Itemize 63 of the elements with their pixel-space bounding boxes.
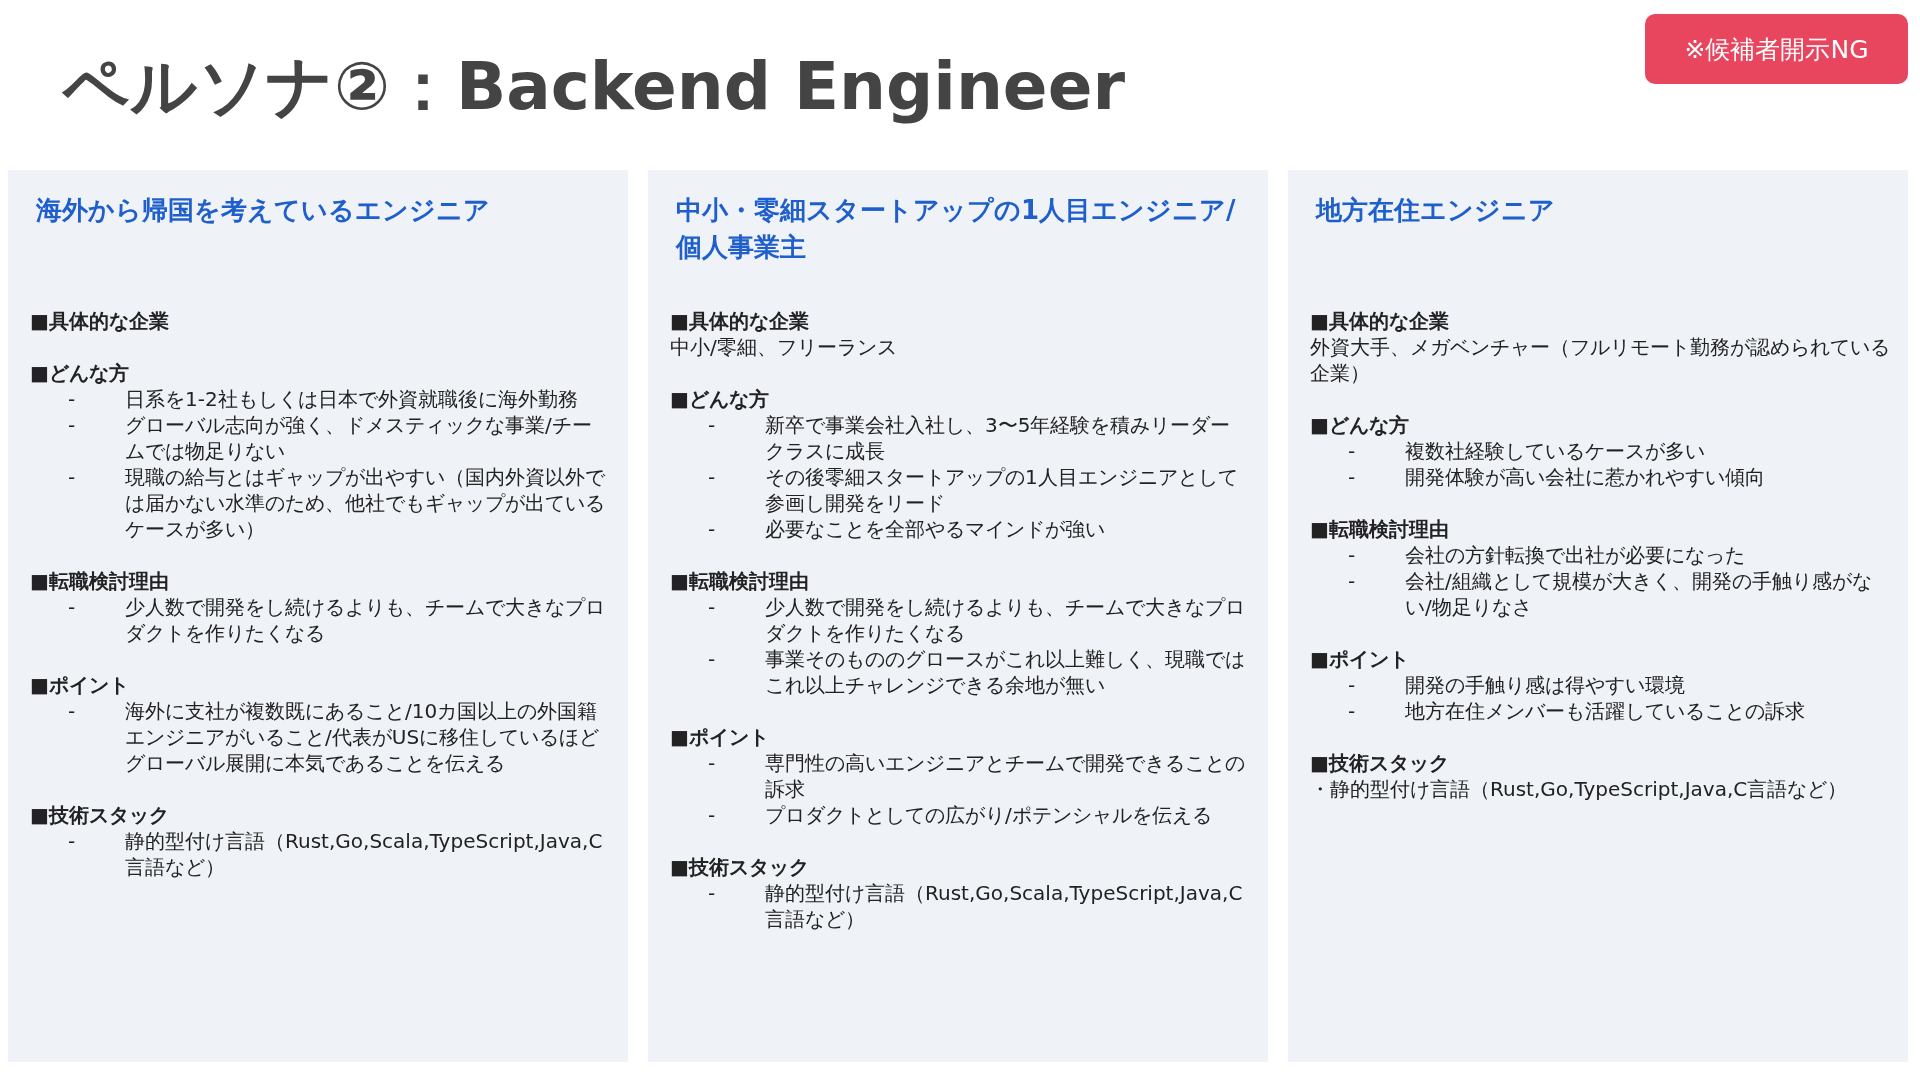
bullet-dash: -	[67, 594, 77, 621]
body-text: 中小/零細、フリーランス	[670, 334, 898, 360]
body-text: 外資大手、メガベンチャー（フルリモート勤務が認められている企業）	[1310, 334, 1890, 386]
section-heading: ■技術スタック	[670, 854, 810, 880]
bullet-dash: -	[707, 464, 717, 491]
section-heading: ■具体的な企業	[1310, 308, 1450, 334]
section-heading: ■ポイント	[30, 672, 130, 698]
section-heading: ■転職検討理由	[1310, 516, 1450, 542]
section-heading: ■技術スタック	[1310, 750, 1450, 776]
bullet-dash: -	[67, 386, 77, 412]
section-heading: ■具体的な企業	[30, 308, 170, 334]
notice-badge: ※候補者開示NG	[1645, 14, 1908, 84]
slide-title: ペルソナ②：Backend Engineer	[62, 47, 1125, 127]
section-heading: ■具体的な企業	[670, 308, 810, 334]
bullet-text: 新卒で事業会社入社し、3〜5年経験を積みリーダークラスに成長	[765, 412, 1232, 464]
bullet-dash: -	[707, 516, 717, 542]
bullet-dash: -	[1347, 698, 1357, 724]
bullet-text: 静的型付け言語（Rust,Go,Scala,TypeScript,Java,C言語など）	[125, 828, 604, 880]
bullet-text: 会社の方針転換で出社が必要になった	[1405, 542, 1746, 568]
bullet-text: 開発の手触り感は得やすい環境	[1405, 672, 1686, 698]
bullet-text: 少人数で開発をし続けるよりも、チームで大きなプロダクトを作りたくなる	[125, 594, 606, 646]
bullet-dash: -	[707, 594, 717, 621]
section-heading: ■転職検討理由	[30, 568, 170, 594]
bullet-dash: -	[67, 412, 77, 439]
section-heading: ■ポイント	[670, 724, 770, 750]
bullet-text: グローバル志向が強く、ドメスティックな事業/チームでは物足りない	[125, 412, 593, 464]
bullet-text: 地方在住メンバーも活躍していることの訴求	[1405, 698, 1806, 724]
persona-heading: 地方在住エンジニア	[1316, 194, 1556, 227]
bullet-dash: -	[1347, 464, 1357, 490]
section-heading: ■どんな方	[1310, 412, 1410, 438]
bullet-text: 海外に支社が複数既にあること/10カ国以上の外国籍エンジニアがいること/代表がUSに移住しているほどグローバル展開に本気であることを伝える	[125, 698, 601, 776]
section-heading: ■ポイント	[1310, 646, 1410, 672]
bullet-text: プロダクトとしての広がり/ポテンシャルを伝える	[765, 802, 1213, 828]
bullet-text: 専門性の高いエンジニアとチームで開発できることの訴求	[765, 750, 1246, 802]
persona-heading: 海外から帰国を考えているエンジニア	[36, 194, 491, 227]
bullet-text: 必要なことを全部やるマインドが強い	[765, 516, 1106, 542]
persona-heading: 中小・零細スタートアップの1人目エンジニア/個人事業主	[676, 194, 1237, 264]
bullet-dash: -	[1347, 568, 1357, 595]
bullet-text: その後零細スタートアップの1人目エンジニアとして参画し開発をリード	[765, 464, 1239, 516]
bullet-text: 開発体験が高い会社に惹かれやすい傾向	[1405, 464, 1766, 490]
body-text: ・静的型付け言語（Rust,Go,TypeScript,Java,C言語など）	[1310, 776, 1849, 802]
section-heading: ■技術スタック	[30, 802, 170, 828]
bullet-dash: -	[1347, 542, 1357, 568]
bullet-dash: -	[707, 646, 717, 673]
bullet-dash: -	[67, 464, 77, 491]
bullet-dash: -	[1347, 672, 1357, 698]
bullet-dash: -	[707, 880, 717, 907]
bullet-dash: -	[707, 412, 717, 439]
bullet-text: 会社/組織として規模が大きく、開発の手触り感がない/物足りなさ	[1405, 568, 1873, 620]
bullet-text: 事業そのもののグロースがこれ以上難しく、現職ではこれ以上チャレンジできる余地が無い	[765, 646, 1246, 698]
bullet-text: 複数社経験しているケースが多い	[1405, 438, 1706, 464]
section-heading: ■どんな方	[30, 360, 130, 386]
bullet-text: 静的型付け言語（Rust,Go,Scala,TypeScript,Java,C言語など）	[765, 880, 1244, 932]
bullet-dash: -	[707, 802, 717, 828]
bullet-text: 少人数で開発をし続けるよりも、チームで大きなプロダクトを作りたくなる	[765, 594, 1246, 646]
bullet-text: 現職の給与とはギャップが出やすい（国内外資以外では届かない水準のため、他社でもギャップが出ているケースが多い）	[125, 464, 606, 542]
bullet-dash: -	[67, 698, 77, 725]
section-heading: ■転職検討理由	[670, 568, 810, 594]
bullet-dash: -	[67, 828, 77, 855]
bullet-dash: -	[707, 750, 717, 777]
bullet-dash: -	[1347, 438, 1357, 464]
section-heading: ■どんな方	[670, 386, 770, 412]
bullet-text: 日系を1-2社もしくは日本で外資就職後に海外勤務	[125, 386, 579, 412]
